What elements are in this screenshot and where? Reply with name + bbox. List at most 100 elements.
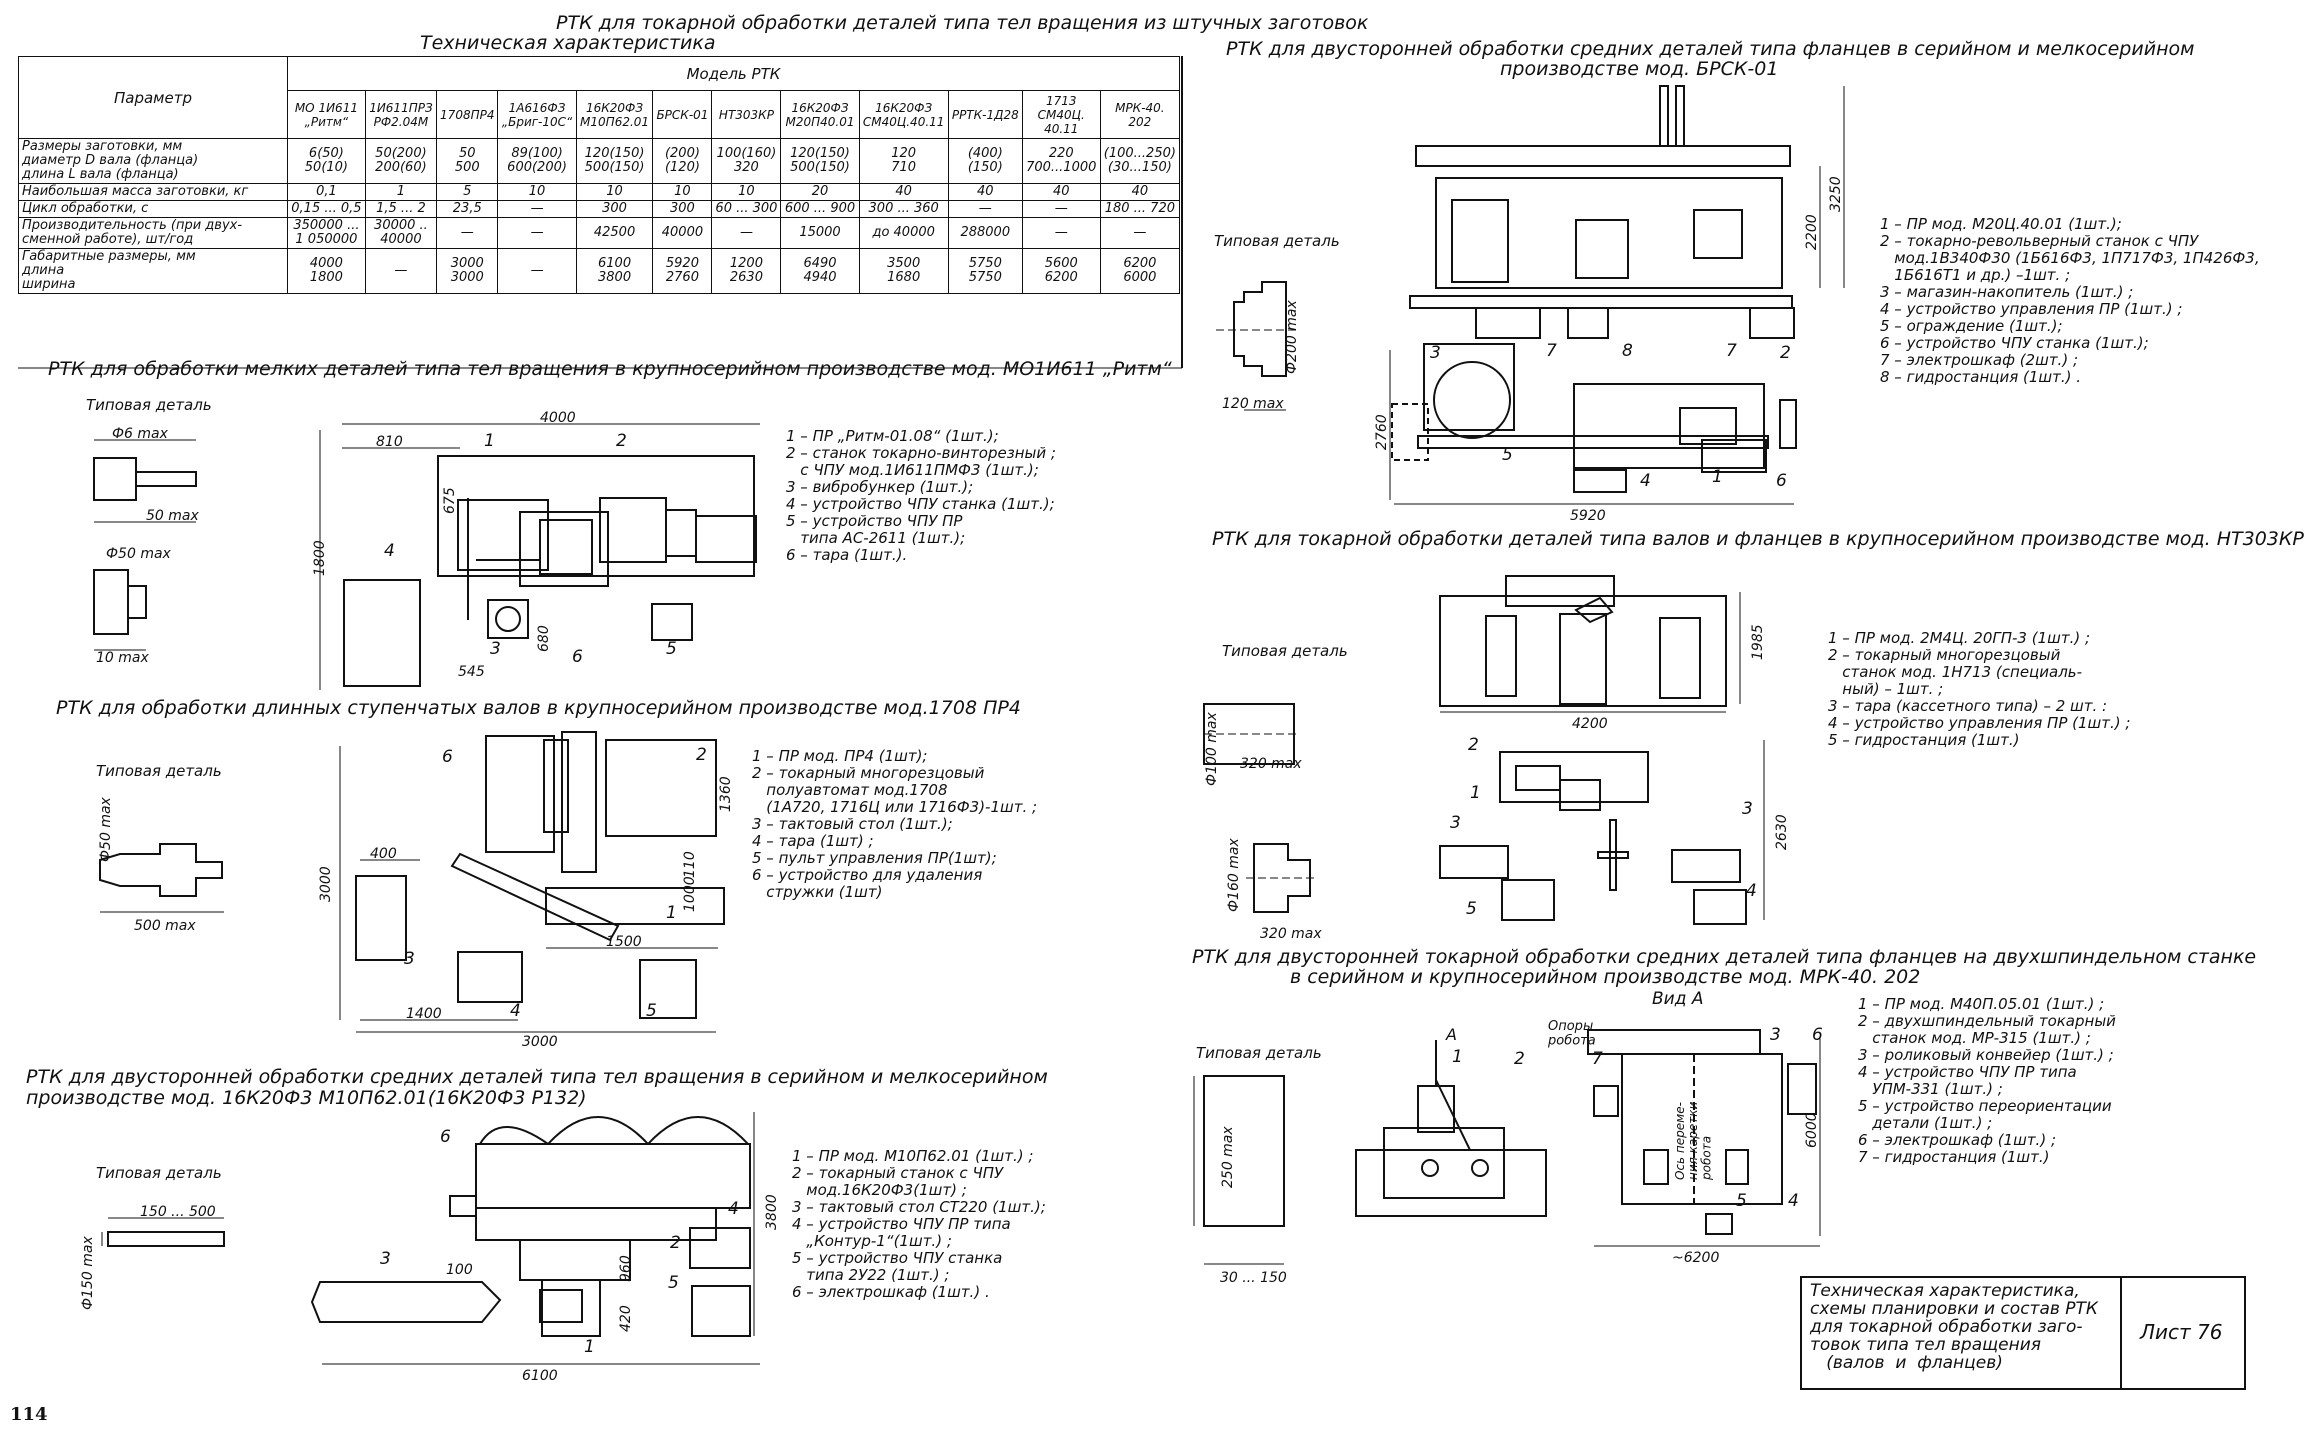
nt303-h2: 2630 bbox=[1774, 814, 1790, 850]
param-cell: Производительность (при двух- сменной ра… bbox=[18, 217, 288, 249]
k20-marker-6: 6 bbox=[440, 1127, 451, 1147]
pr4-marker-2: 2 bbox=[696, 745, 707, 765]
brsk-marker-4: 4 bbox=[1640, 471, 1651, 491]
ritm-d2: Ф50 max bbox=[106, 546, 172, 562]
brsk-title: РТК для двусторонней обработки средних д… bbox=[1226, 38, 2195, 60]
param-header: Параметр bbox=[18, 56, 288, 139]
value-cell: 6200 6000 bbox=[1099, 248, 1181, 294]
drawings: Ф6 max 50 max Ф50 max 10 max 4000 810 18… bbox=[18, 56, 1845, 1384]
k20-title2: производстве мод. 16К20Ф3 М10П62.01(16К2… bbox=[26, 1087, 587, 1109]
value-cell: 300 bbox=[575, 200, 654, 218]
mrk-marker-2: 2 bbox=[1514, 1049, 1525, 1069]
value-cell: 15000 bbox=[780, 217, 860, 249]
main-title: РТК для токарной обработки деталей типа … bbox=[556, 12, 1369, 34]
sheet-number: Лист 76 bbox=[2140, 1320, 2223, 1344]
ritm-a: 810 bbox=[376, 434, 403, 450]
nt303-layout bbox=[1439, 575, 1765, 925]
pr4-block-5 bbox=[639, 959, 697, 1019]
ritm-title: РТК для обработки мелких деталей типа те… bbox=[48, 358, 1172, 380]
nt303-part-1 bbox=[1203, 703, 1300, 765]
nt303-d2: Ф160 max bbox=[1226, 838, 1242, 912]
value-cell: 1,5 ... 2 bbox=[364, 200, 438, 218]
value-cell: 220 700...1000 bbox=[1021, 138, 1101, 184]
k20-marker-1: 1 bbox=[584, 1337, 595, 1357]
mrk-marker-6: 6 bbox=[1812, 1025, 1823, 1045]
value-cell: 180 ... 720 bbox=[1099, 200, 1181, 218]
model-col-9: РРТК-1Д28 bbox=[947, 90, 1023, 139]
table-row: Производительность (при двух- сменной ра… bbox=[18, 217, 1181, 249]
brsk-w: 5920 bbox=[1570, 508, 1606, 524]
mrk-marker-4: 4 bbox=[1788, 1191, 1799, 1211]
page-number: 114 bbox=[10, 1404, 48, 1425]
k20-title: РТК для двусторонней обработки средних д… bbox=[26, 1066, 1048, 1088]
ritm-b: 675 bbox=[442, 487, 458, 514]
mrk-marker-5: 5 bbox=[1736, 1191, 1747, 1211]
nt303-marker-3a: 3 bbox=[1450, 813, 1461, 833]
ritm-legend: 1 – ПР „Ритм-01.08“ (1шт.); 2 – станок т… bbox=[786, 427, 1056, 564]
mrk-legend: 1 – ПР мод. М40П.05.01 (1шт.) ; 2 – двух… bbox=[1858, 995, 2116, 1166]
brsk-part bbox=[1216, 281, 1296, 411]
value-cell: 120(150) 500(150) bbox=[780, 138, 860, 184]
value-cell: — bbox=[1099, 217, 1181, 249]
ritm-part-2 bbox=[93, 569, 147, 651]
mrk-view: Вид А bbox=[1652, 989, 1704, 1009]
value-cell: — bbox=[711, 217, 782, 249]
spec-table: Параметр Модель РТК МО 1И611 „Ритм“1И611… bbox=[18, 56, 1181, 294]
nt303-marker-5: 5 bbox=[1466, 899, 1477, 919]
ritm-marker-3: 3 bbox=[490, 639, 501, 659]
pr4-title: РТК для обработки длинных ступенчатых ва… bbox=[56, 697, 1021, 719]
k20-w: 6100 bbox=[522, 1368, 558, 1384]
nt303-part-2 bbox=[1246, 843, 1318, 913]
k20-b: 960 bbox=[618, 1255, 634, 1282]
mrk-part bbox=[1193, 1075, 1285, 1265]
nt303-d1: Ф100 max bbox=[1204, 712, 1220, 786]
model-col-5: БРСК-01 bbox=[652, 90, 713, 139]
value-cell: 5920 2760 bbox=[652, 248, 713, 294]
pr4-a: 400 bbox=[370, 846, 397, 862]
value-cell: 600 ... 900 bbox=[780, 200, 860, 218]
mrk-w: ~6200 bbox=[1672, 1250, 1719, 1266]
param-cell: Цикл обработки, с bbox=[18, 200, 288, 218]
brsk-title2: производстве мод. БРСК-01 bbox=[1500, 58, 1779, 80]
value-cell: (400) (150) bbox=[947, 138, 1023, 184]
k20-layout bbox=[310, 1112, 760, 1365]
mrk-d: 250 max bbox=[1220, 1126, 1236, 1188]
value-cell: 120 710 bbox=[858, 138, 949, 184]
nt303-typical-part: Типовая деталь bbox=[1222, 642, 1348, 660]
ritm-layout bbox=[319, 423, 760, 690]
brsk-legend: 1 – ПР мод. М20Ц.40.01 (1шт.); 2 – токар… bbox=[1880, 215, 2260, 386]
ritm-l2: 10 max bbox=[96, 650, 149, 666]
value-cell: 6100 3800 bbox=[575, 248, 654, 294]
brsk-marker-5: 5 bbox=[1502, 445, 1513, 465]
mrk-typical-part: Типовая деталь bbox=[1196, 1044, 1322, 1062]
brsk-d: Ф200 max bbox=[1284, 300, 1300, 374]
nt303-title: РТК для токарной обработки деталей типа … bbox=[1212, 528, 2304, 550]
value-cell: — bbox=[1021, 217, 1101, 249]
ritm-marker-1: 1 bbox=[484, 431, 495, 451]
value-cell: 40000 bbox=[652, 217, 713, 249]
value-cell: — bbox=[436, 217, 499, 249]
nt303-w: 4200 bbox=[1572, 716, 1608, 732]
pr4-layout bbox=[339, 731, 725, 1033]
ritm-h: 1800 bbox=[312, 540, 328, 576]
value-cell: (100...250) (30...150) bbox=[1099, 138, 1181, 184]
pr4-marker-6: 6 bbox=[442, 747, 453, 767]
value-cell: 0,15 ... 0,5 bbox=[287, 200, 366, 218]
model-col-0: МО 1И611 „Ритм“ bbox=[287, 90, 366, 139]
mrk-layout bbox=[1355, 1029, 1821, 1247]
value-cell: 50(200) 200(60) bbox=[364, 138, 438, 184]
brsk-h2: 2200 bbox=[1804, 214, 1820, 250]
pr4-legend: 1 – ПР мод. ПР4 (1шт); 2 – токарный мног… bbox=[752, 747, 1038, 901]
value-cell: — bbox=[947, 200, 1023, 218]
value-cell: 3500 1680 bbox=[858, 248, 949, 294]
mrk-marker-1: 1 bbox=[1452, 1047, 1463, 1067]
mrk-marker-3: 3 bbox=[1770, 1025, 1781, 1045]
ritm-marker-4: 4 bbox=[384, 541, 395, 561]
value-cell: 4000 1800 bbox=[287, 248, 366, 294]
ritm-c: 680 bbox=[536, 625, 552, 652]
pr4-b: 1500 bbox=[606, 934, 642, 950]
title-block: Техническая характеристика, схемы планир… bbox=[1800, 1276, 2246, 1390]
brsk-marker-2: 2 bbox=[1780, 343, 1791, 363]
